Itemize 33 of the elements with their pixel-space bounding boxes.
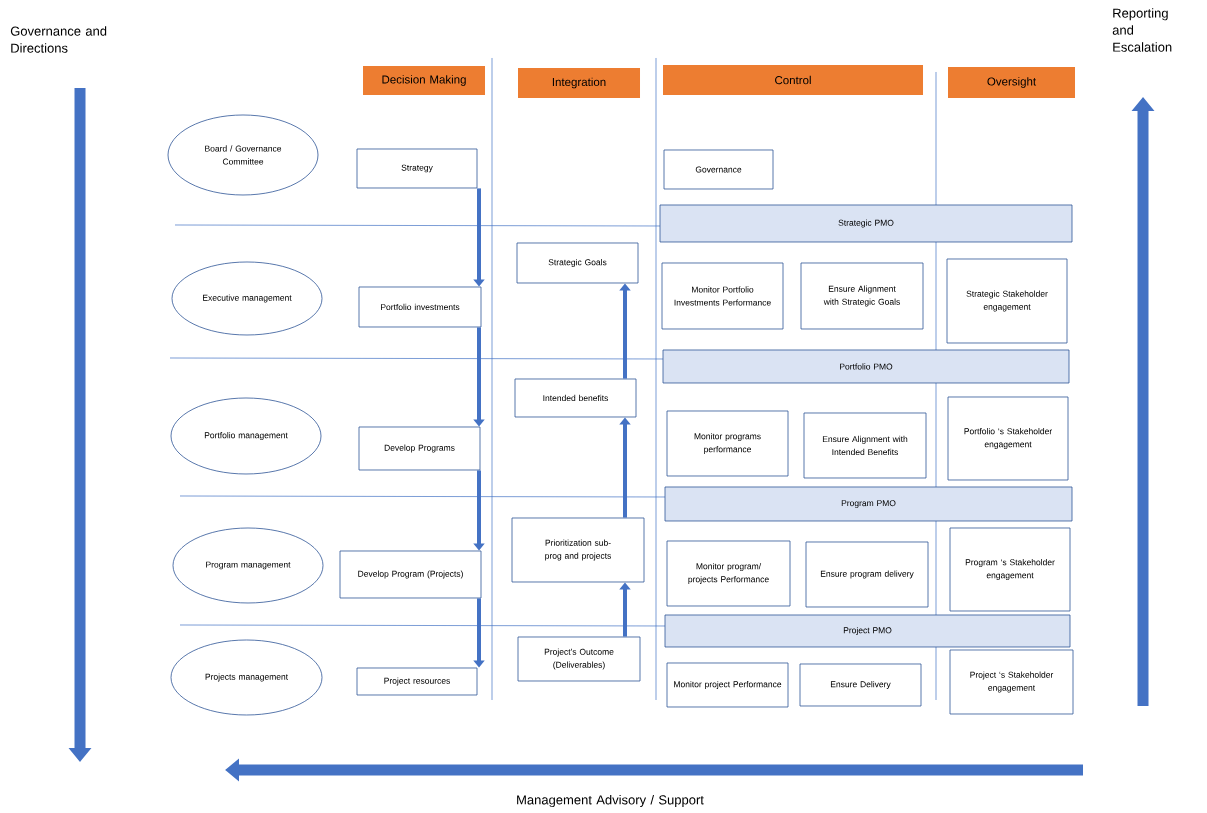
process-box: Ensure program delivery xyxy=(805,541,929,608)
process-box: Strategy xyxy=(356,148,478,189)
process-box: Project resources xyxy=(356,667,478,696)
process-box: Project ‘s Stakeholder engagement xyxy=(949,649,1074,715)
pmo-band: Portfolio PMO xyxy=(662,349,1070,384)
column-header: Decision Making xyxy=(363,66,485,95)
pmo-band: Project PMO xyxy=(664,614,1071,648)
process-box: Strategic Goals xyxy=(516,242,639,284)
process-box: Develop Program (Projects) xyxy=(339,550,482,599)
pmo-band: Strategic PMO xyxy=(659,204,1073,243)
process-box: Ensure Alignment with Strategic Goals xyxy=(800,262,924,330)
process-box: Program ‘s Stakeholder engagement xyxy=(949,527,1071,612)
process-box: Prioritization sub-prog and projects xyxy=(511,517,645,583)
process-box: Ensure Alignment with Intended Benefits xyxy=(803,412,927,479)
process-box: Monitor program/ projects Performance xyxy=(666,540,791,607)
process-box: Monitor Portfolio Investments Performance xyxy=(661,262,784,330)
pmo-band: Program PMO xyxy=(664,486,1073,522)
process-box: Intended benefits xyxy=(514,378,637,418)
arrow-label: Governance and Directions xyxy=(10,26,107,53)
process-box: Ensure Delivery xyxy=(799,663,922,707)
process-box: Develop Programs xyxy=(358,426,481,471)
process-box: Project’s Outcome (Deliverables) xyxy=(517,636,641,682)
column-header: Oversight xyxy=(948,67,1075,98)
column-header: Integration xyxy=(518,68,640,98)
process-box: Monitor programs performance xyxy=(666,410,789,477)
process-box: Governance xyxy=(663,149,774,190)
process-box: Monitor project Performance xyxy=(666,662,789,708)
process-box: Portfolio investments xyxy=(358,286,482,328)
process-box: Portfolio ‘s Stakeholder engagement xyxy=(947,396,1069,481)
process-box: Strategic Stakeholder engagement xyxy=(946,258,1068,344)
column-header: Control xyxy=(663,65,923,95)
arrow-label: Reporting and Escalation xyxy=(1112,8,1172,52)
arrow-label: Management Advisory / Support xyxy=(517,794,704,808)
